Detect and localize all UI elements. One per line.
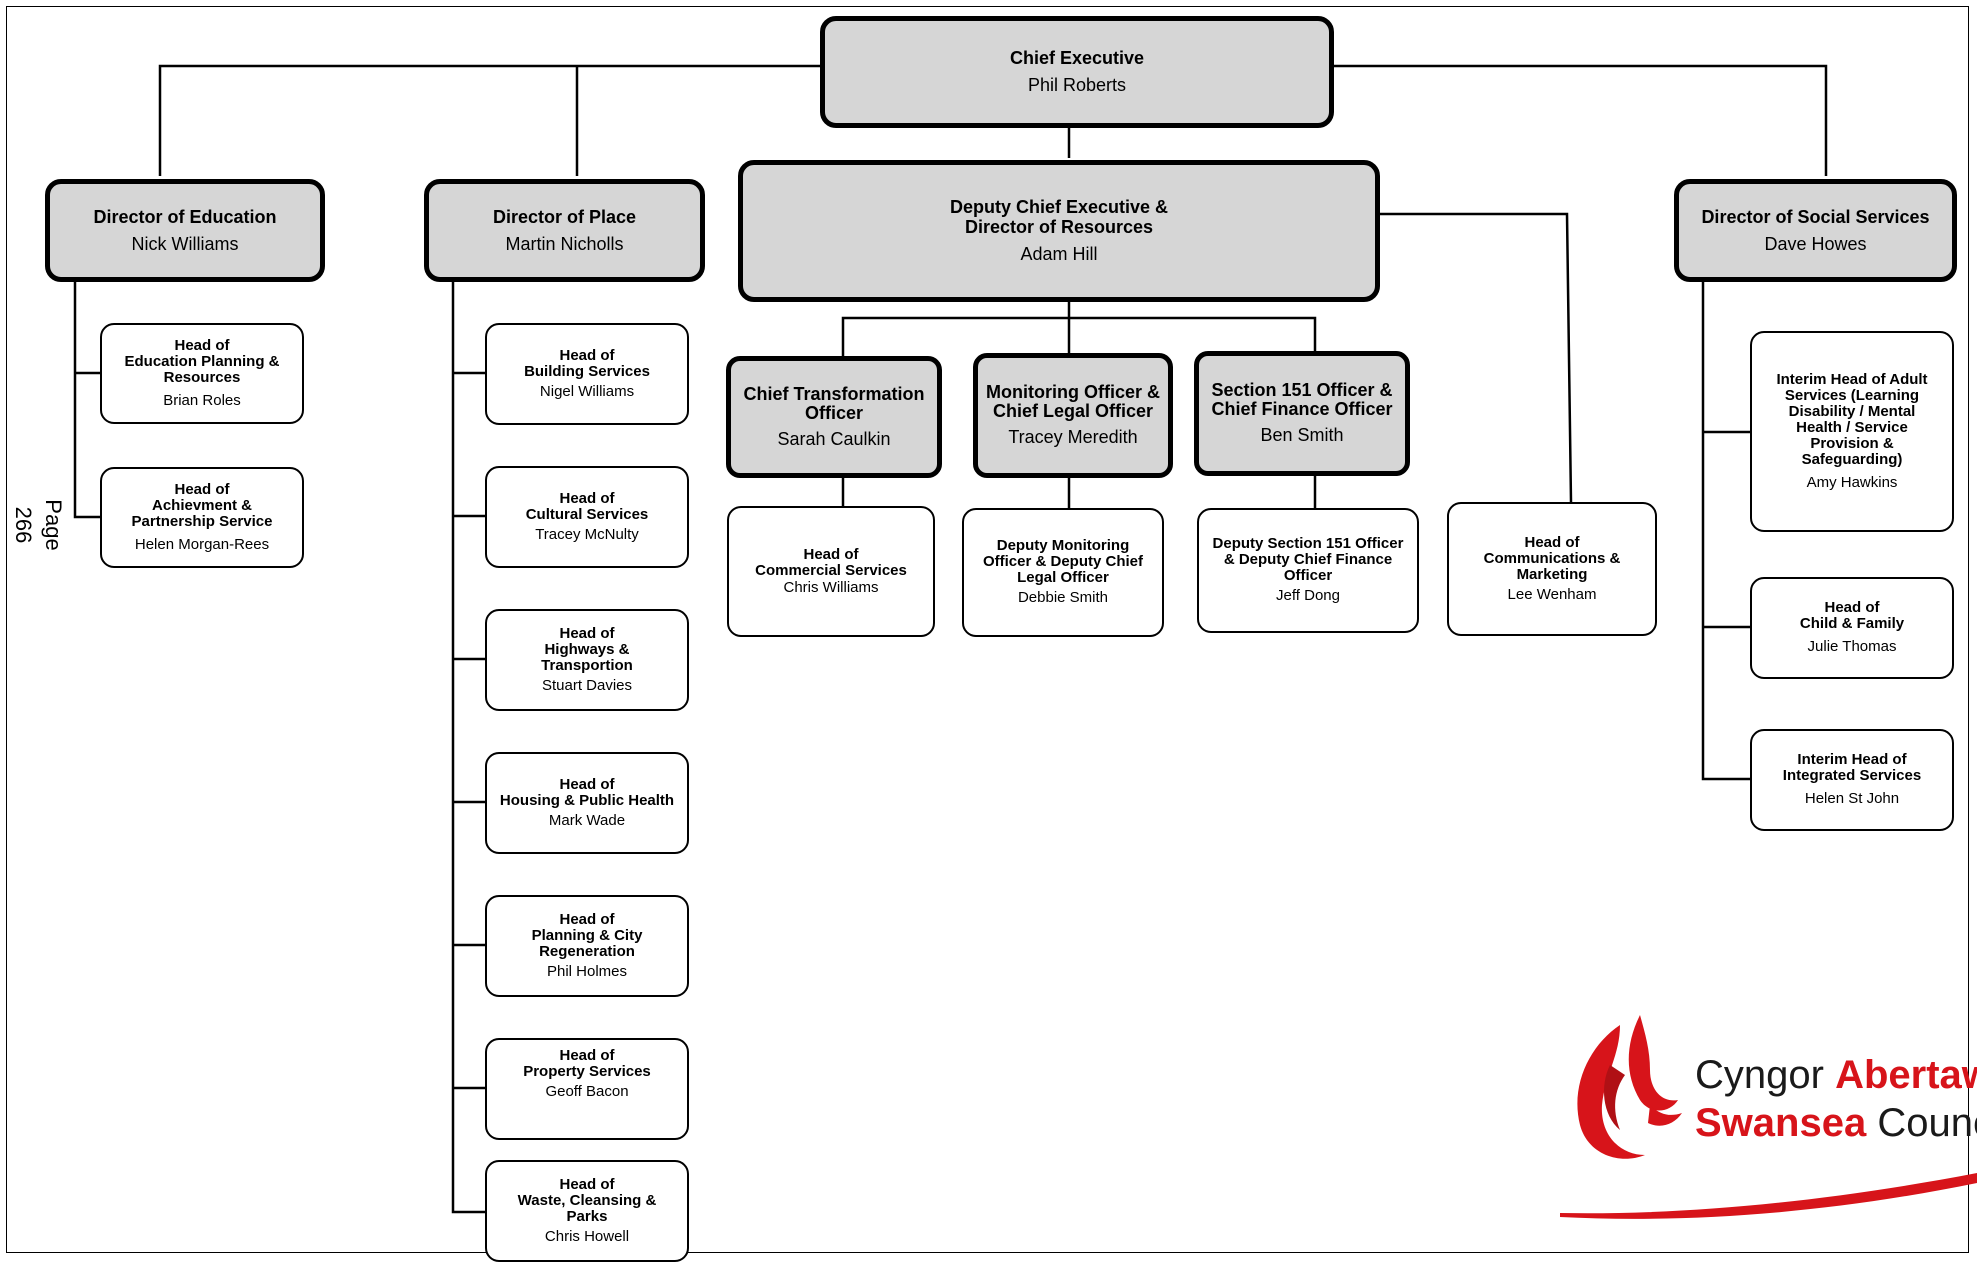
head-name: Amy Hawkins [1806, 473, 1898, 491]
head-title: Head of Achievment & Partnership Service [131, 480, 273, 530]
section-151-officer-box: Section 151 Officer & Chief Finance Offi… [1194, 351, 1410, 476]
deputy-chief-executive-box: Deputy Chief Executive & Director of Res… [738, 160, 1380, 302]
director-place-title: Director of Place [492, 206, 637, 227]
deputy-chief-executive-title: Deputy Chief Executive & Director of Res… [949, 197, 1169, 237]
director-social-services-box: Director of Social Services Dave Howes [1674, 179, 1957, 282]
head-title: Head of Cultural Services [525, 489, 649, 523]
head-name: Lee Wenham [1507, 585, 1597, 603]
head-communications-box: Head of Communications & Marketing Lee W… [1447, 502, 1657, 636]
head-integrated-services-box: Interim Head of Integrated Services Hele… [1750, 729, 1954, 831]
logo-line-1: Cyngor Abertawe [1695, 1053, 1977, 1097]
officer-name: Ben Smith [1260, 425, 1344, 445]
chief-executive-name: Phil Roberts [1027, 75, 1127, 95]
head-adult-services-box: Interim Head of Adult Services (Learning… [1750, 331, 1954, 532]
director-education-title: Director of Education [93, 206, 277, 227]
head-title: Deputy Section 151 Officer & Deputy Chie… [1212, 535, 1404, 584]
director-social-services-title: Director of Social Services [1701, 206, 1930, 227]
head-name: Phil Holmes [546, 962, 628, 980]
head-title: Deputy Monitoring Officer & Deputy Chief… [982, 537, 1144, 586]
head-name: Stuart Davies [541, 676, 633, 694]
head-title: Head of Highways & Transportion [541, 624, 633, 674]
page-frame [6, 6, 1969, 1253]
head-title: Interim Head of Adult Services (Learning… [1776, 370, 1928, 468]
head-planning-city-regeneration-box: Head of Planning & City Regeneration Phi… [485, 895, 689, 997]
phoenix-icon [1577, 1015, 1682, 1159]
director-place-box: Director of Place Martin Nicholls [424, 179, 705, 282]
head-name: Chris Williams [783, 578, 879, 596]
director-social-services-name: Dave Howes [1764, 233, 1867, 254]
head-waste-cleansing-parks-box: Head of Waste, Cleansing & Parks Chris H… [485, 1160, 689, 1262]
head-name: Geoff Bacon [545, 1083, 629, 1100]
head-title: Head of Waste, Cleansing & Parks [517, 1175, 657, 1225]
head-title: Head of Education Planning & Resources [124, 336, 280, 386]
officer-title: Section 151 Officer & Chief Finance Offi… [1211, 380, 1393, 419]
head-achievement-partnership-box: Head of Achievment & Partnership Service… [100, 467, 304, 568]
deputy-chief-executive-name: Adam Hill [1020, 244, 1098, 264]
logo-swoosh [1560, 1173, 1977, 1219]
head-title: Interim Head of Integrated Services [1782, 751, 1922, 784]
head-name: Brian Roles [163, 391, 241, 409]
chief-executive-title: Chief Executive [1009, 48, 1145, 68]
chief-transformation-officer-box: Chief Transformation Officer Sarah Caulk… [726, 356, 942, 478]
head-name: Tracey McNulty [535, 525, 639, 543]
officer-title: Monitoring Officer & Chief Legal Officer [986, 382, 1160, 421]
council-logo: Cyngor Abertawe Swansea Council [1550, 1005, 1977, 1225]
head-name: Julie Thomas [1807, 638, 1897, 655]
head-building-services-box: Head of Building Services Nigel Williams [485, 323, 689, 425]
head-name: Helen Morgan-Rees [134, 535, 270, 553]
officer-name: Sarah Caulkin [777, 428, 891, 449]
head-title: Head of Housing & Public Health [499, 775, 675, 809]
officer-name: Tracey Meredith [1008, 427, 1138, 447]
director-place-name: Martin Nicholls [505, 233, 624, 254]
head-name: Debbie Smith [1017, 589, 1109, 606]
head-highways-transportion-box: Head of Highways & Transportion Stuart D… [485, 609, 689, 711]
head-title: Head of Communications & Marketing [1483, 533, 1621, 583]
head-title: Head of Planning & City Regeneration [531, 910, 643, 960]
logo-line-2: Swansea Council [1695, 1101, 1977, 1145]
head-child-family-box: Head of Child & Family Julie Thomas [1750, 577, 1954, 679]
deputy-section-151-officer-box: Deputy Section 151 Officer & Deputy Chie… [1197, 508, 1419, 633]
head-name: Jeff Dong [1276, 587, 1340, 604]
deputy-monitoring-officer-box: Deputy Monitoring Officer & Deputy Chief… [962, 508, 1164, 637]
page-number: Page 266 [11, 499, 66, 551]
head-name: Helen St John [1804, 790, 1900, 807]
monitoring-officer-box: Monitoring Officer & Chief Legal Officer… [973, 353, 1173, 478]
officer-title: Chief Transformation Officer [743, 383, 925, 423]
head-housing-public-health-box: Head of Housing & Public Health Mark Wad… [485, 752, 689, 854]
head-title: Head of Child & Family [1799, 599, 1905, 632]
head-property-services-box: Head of Property Services Geoff Bacon [485, 1038, 689, 1140]
director-education-box: Director of Education Nick Williams [45, 179, 325, 282]
head-title: Head of Building Services [524, 346, 650, 380]
chief-executive-box: Chief Executive Phil Roberts [820, 16, 1334, 128]
head-name: Chris Howell [544, 1227, 630, 1245]
director-education-name: Nick Williams [131, 233, 239, 254]
head-title: Head of Commercial Services [755, 545, 907, 579]
head-cultural-services-box: Head of Cultural Services Tracey McNulty [485, 466, 689, 568]
head-commercial-services-box: Head of Commercial Services Chris Willia… [727, 506, 935, 637]
head-education-planning-box: Head of Education Planning & Resources B… [100, 323, 304, 424]
head-name: Mark Wade [548, 811, 626, 829]
head-title: Head of Property Services [523, 1047, 651, 1080]
head-name: Nigel Williams [539, 382, 635, 400]
